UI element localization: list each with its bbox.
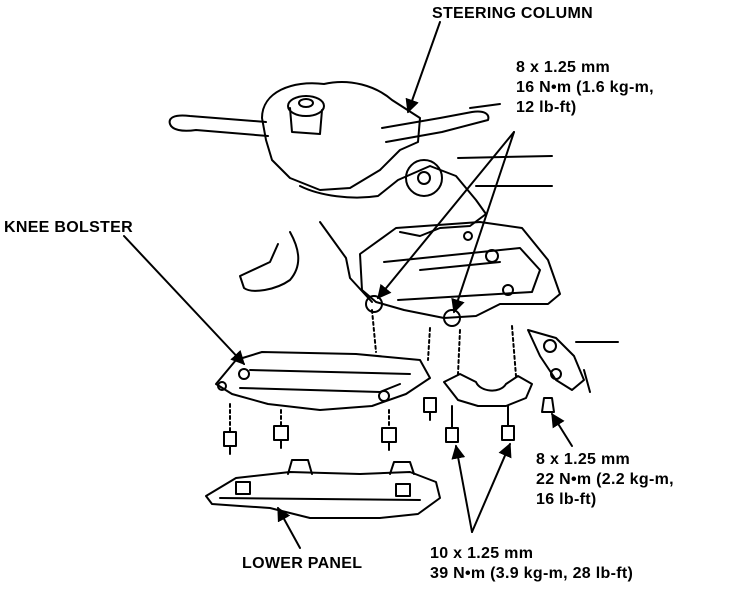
arrow-lower-bolt-right [471, 442, 512, 533]
bolster-bolt-4 [423, 397, 437, 421]
right-stalk [381, 110, 490, 143]
bolster-bolt-1 [223, 431, 237, 455]
column-nut-left [365, 295, 383, 313]
upper-bolt-torque-2: 12 lb-ft) [516, 99, 577, 116]
side-bolt [541, 397, 555, 413]
bolster-bolt-3 [381, 427, 397, 451]
combination-switch-housing [261, 80, 421, 191]
arrow-steering-column [405, 21, 441, 114]
knee-bolster-plate [215, 351, 431, 411]
steering-column [168, 80, 619, 413]
arrow-upper-bolt-right [451, 131, 515, 314]
lower-panel-label: LOWER PANEL [242, 555, 363, 572]
leader-arrows [123, 21, 573, 549]
side-bolt-spec: 8 x 1.25 mm 22 N•m (2.2 kg-m, 16 lb-ft) [536, 450, 674, 510]
clamp-bolt-left [445, 405, 459, 443]
lower-shaft [239, 231, 300, 292]
lower-panel [205, 459, 441, 519]
lower-bolt-spec: 10 x 1.25 mm 39 N•m (3.9 kg-m, 28 lb-ft) [430, 544, 633, 584]
arrow-lower-panel [277, 506, 301, 549]
arrow-lower-bolt-left [451, 444, 473, 533]
bolster-bolt-2 [273, 425, 289, 449]
side-bracket [527, 329, 585, 391]
lower-panel-body [205, 471, 441, 519]
arrow-upper-bolt-left [377, 131, 515, 300]
knee-bolster-bolts [223, 397, 437, 455]
side-bolt-torque-1: 22 N•m (2.2 kg-m, [536, 471, 674, 488]
clamp-bolt-right [501, 405, 515, 441]
ignition-cylinder [405, 159, 443, 197]
lower-panel-tab-left [287, 459, 313, 475]
side-bolt-torque-2: 16 lb-ft) [536, 491, 597, 508]
upper-bolt-torque-1: 16 N•m (1.6 kg-m, [516, 79, 654, 96]
upper-bolt-size: 8 x 1.25 mm [516, 59, 611, 76]
knee-bolster [215, 309, 437, 455]
left-stalk [168, 114, 269, 137]
arrow-side-bolt [551, 412, 573, 447]
steering-shaft [289, 107, 323, 135]
steering-column-label: STEERING COLUMN [432, 5, 593, 22]
lower-bolt-size: 10 x 1.25 mm [430, 545, 534, 562]
column-clamp-plate [443, 373, 533, 407]
lower-panel-tab-right [389, 461, 415, 475]
upper-bolt-spec: 8 x 1.25 mm 16 N•m (1.6 kg-m, 12 lb-ft) [516, 58, 654, 118]
side-bolt-size: 8 x 1.25 mm [536, 451, 631, 468]
lower-bolt-torque: 39 N•m (3.9 kg-m, 28 lb-ft) [430, 565, 634, 582]
column-mounting-bracket [359, 221, 561, 319]
column-clamp [443, 325, 533, 443]
knee-bolster-label: KNEE BOLSTER [4, 219, 133, 236]
arrow-knee-bolster [123, 235, 245, 366]
steering-shaft-end [287, 95, 325, 117]
steering-shaft-end-inner [298, 98, 314, 108]
